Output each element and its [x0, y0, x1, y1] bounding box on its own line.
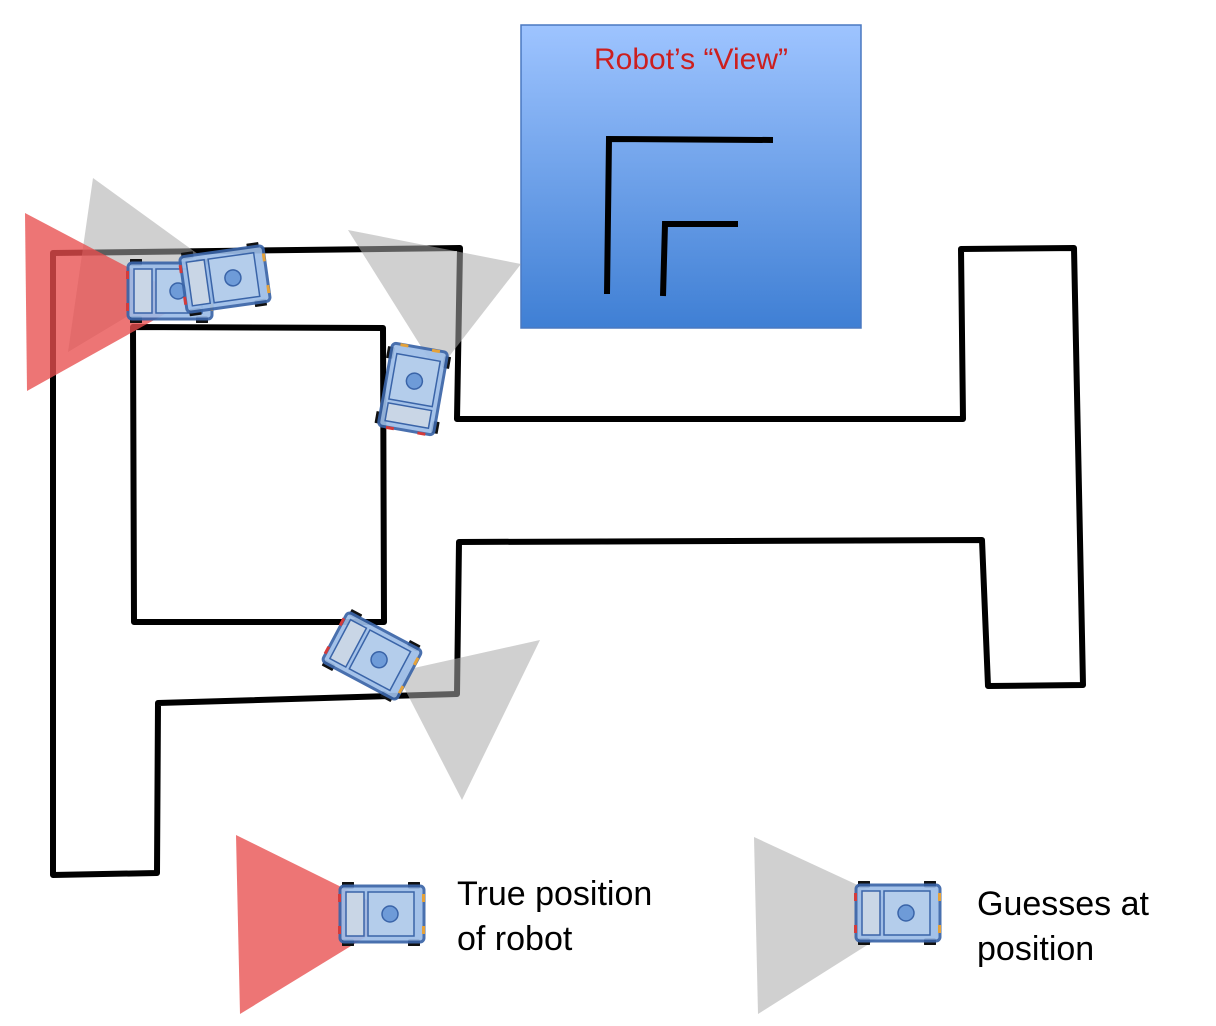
legend-true-robot-icon	[337, 882, 427, 946]
legend-true-cone	[236, 835, 400, 1014]
sensed-walls	[604, 135, 774, 297]
guess-cone-bottom	[396, 640, 540, 800]
legend-guess-cone	[754, 837, 918, 1014]
legend-guess: Guesses at position	[754, 837, 1150, 1014]
legend-true: True position of robot	[236, 835, 652, 1014]
robot-guess-icon-top	[175, 241, 274, 317]
maze-walls	[50, 245, 1086, 878]
legend-true-line2: of robot	[457, 920, 573, 958]
guess-cone-top-mid	[348, 230, 521, 372]
robot-view-title: Robot’s “View”	[594, 43, 788, 76]
legend-true-line1: True position	[457, 875, 652, 913]
legend: True position of robot Guesses at positi…	[236, 835, 1150, 1014]
sensed-wall-outer	[604, 135, 774, 295]
legend-guess-line2: position	[977, 930, 1094, 968]
legend-guess-line1: Guesses at	[977, 885, 1150, 923]
legend-guess-robot-icon	[853, 881, 943, 945]
robot-view-panel: Robot’s “View”	[520, 24, 862, 329]
true-position-cone	[25, 213, 190, 391]
sensed-wall-inner	[660, 221, 738, 297]
inner-block-wall	[130, 324, 387, 625]
outer-wall	[50, 245, 1086, 878]
